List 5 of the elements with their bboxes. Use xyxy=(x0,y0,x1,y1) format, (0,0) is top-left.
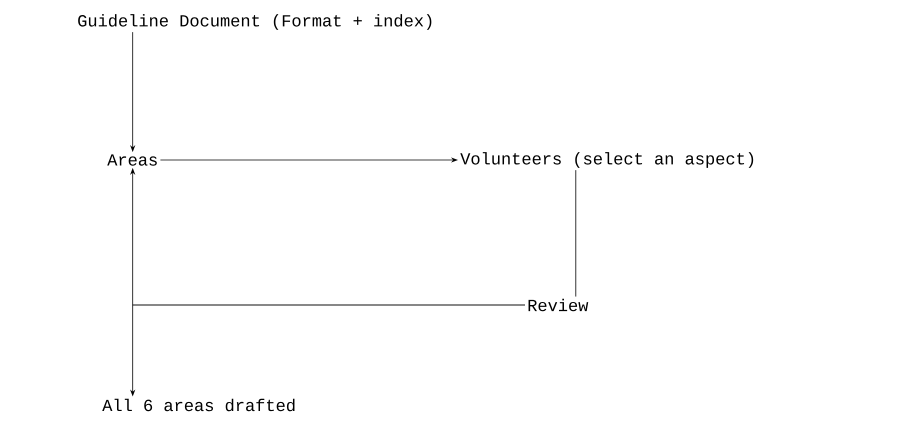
node-text: Review xyxy=(528,298,588,312)
node-text: Guideline Document (Format + index) xyxy=(78,14,432,30)
node-text: All 6 areas drafted xyxy=(102,398,294,412)
node-text: Volunteers (select an aspect) xyxy=(460,152,754,168)
node-text: Areas xyxy=(107,154,157,166)
